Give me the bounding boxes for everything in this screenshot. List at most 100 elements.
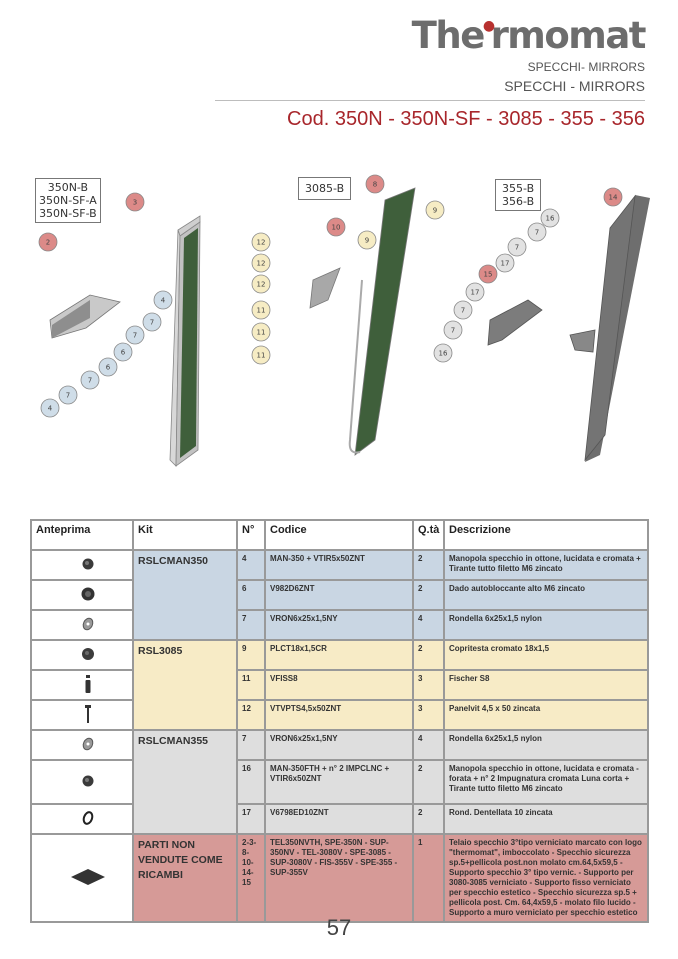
kit-cell: RSLCMAN350 — [132, 549, 238, 641]
part-number: 17 — [236, 803, 266, 835]
cap-icon — [81, 647, 95, 664]
callout-number: 2 — [46, 239, 50, 247]
part-qty: 2 — [412, 639, 445, 671]
part-description: Manopola specchio in ottone, lucidata e … — [443, 549, 649, 581]
part-code: VRON6x25x1,5NY — [264, 729, 414, 761]
diagram-drawing: 3247766774810991212121111111416771715177… — [38, 174, 650, 467]
callout-bubble — [142, 312, 162, 332]
callout-number: 7 — [535, 229, 539, 237]
label-line: 350N-B — [47, 181, 89, 194]
bracket-355 — [487, 299, 543, 346]
knob-icon — [81, 557, 95, 574]
kit-cell: RSLCMAN355 — [132, 729, 238, 835]
callout-number: 15 — [484, 271, 493, 279]
part-number: 6 — [236, 579, 266, 611]
callout-bubble — [80, 370, 100, 390]
part-qty: 2 — [412, 759, 445, 805]
group-label-355: 355-B 356-B — [495, 179, 542, 211]
part-code: VFISS8 — [264, 669, 414, 701]
product-codes: Cod. 350N - 350N-SF - 3085 - 355 - 356 — [287, 108, 645, 130]
callout-number: 7 — [515, 244, 519, 252]
nut-icon — [80, 586, 96, 605]
part-code: VRON6x25x1,5NY — [264, 609, 414, 641]
part-description: Panelvit 4,5 x 50 zincata — [443, 699, 649, 731]
label-line: 3085-B — [305, 182, 345, 195]
mirror-glass-3085 — [354, 187, 416, 456]
callout-number: 7 — [451, 327, 455, 335]
anchor-icon — [84, 674, 92, 696]
part-number: 9 — [236, 639, 266, 671]
callout-number: 12 — [257, 239, 266, 247]
callout-bubble — [125, 325, 145, 345]
callout-bubble — [478, 264, 498, 284]
callout-bubble — [465, 282, 485, 302]
callout-bubble — [527, 222, 547, 242]
callout-bubble — [251, 253, 271, 273]
washer-icon — [81, 617, 95, 634]
callout-bubble — [495, 253, 515, 273]
callout-bubble — [98, 357, 118, 377]
callout-number: 17 — [471, 289, 480, 297]
callout-bubble — [58, 385, 78, 405]
callout-number: 16 — [439, 350, 448, 358]
callout-bubble — [433, 343, 453, 363]
preview-cell — [30, 699, 134, 731]
callout-bubble — [453, 300, 473, 320]
part-code: MAN-350 + VTIR5x50ZNT — [264, 549, 414, 581]
part-qty: 4 — [412, 729, 445, 761]
washer-icon — [81, 737, 95, 754]
kit-cell: PARTI NON VENDUTE COME RICAMBI — [132, 833, 238, 923]
preview-cell — [30, 549, 134, 581]
mirror-panel-355 — [584, 194, 636, 462]
col-header-preview: Anteprima — [30, 519, 134, 551]
table-header-row: Anteprima Kit N° Codice Q.tà Descrizione — [30, 519, 649, 551]
callout-number: 9 — [433, 207, 437, 215]
callout-bubble — [251, 232, 271, 252]
part-number: 12 — [236, 699, 266, 731]
callout-bubble — [153, 290, 173, 310]
callout-number: 7 — [461, 307, 465, 315]
part-number: 4 — [236, 549, 266, 581]
header-divider — [215, 100, 645, 101]
callout-bubble — [251, 300, 271, 320]
mirror-rail — [348, 279, 363, 454]
part-qty: 2 — [412, 579, 445, 611]
preview-cell — [30, 833, 134, 923]
label-line: 356-B — [502, 195, 535, 208]
callout-number: 3 — [133, 199, 137, 207]
callout-number: 9 — [365, 237, 369, 245]
parts-table: Anteprima Kit N° Codice Q.tà Descrizione… — [30, 519, 649, 923]
callout-bubble — [251, 345, 271, 365]
part-number: 2-3-8-10-14-15 — [236, 833, 266, 923]
preview-cell — [30, 609, 134, 641]
kit-cell: RSL3085 — [132, 639, 238, 731]
part-description: Manopola specchio in ottone, lucidata e … — [443, 759, 649, 805]
col-header-description: Descrizione — [443, 519, 649, 551]
preview-cell — [30, 729, 134, 761]
bracket-shadow — [52, 300, 90, 338]
callout-number: 11 — [257, 352, 266, 360]
label-line: 355-B — [502, 182, 535, 195]
logo-text-start: The — [411, 14, 486, 57]
knob-icon — [81, 774, 95, 791]
part-description: Rondella 6x25x1,5 nylon — [443, 609, 649, 641]
callout-bubble — [125, 192, 145, 212]
part-qty: 1 — [412, 833, 445, 923]
callout-number: 14 — [609, 194, 618, 202]
callout-number: 6 — [121, 349, 126, 357]
callout-bubble — [113, 342, 133, 362]
part-code: V6798ED10ZNT — [264, 803, 414, 835]
part-description: Fischer S8 — [443, 669, 649, 701]
part-description: Dado autobloccante alto M6 zincato — [443, 579, 649, 611]
part-description: Rondella 6x25x1,5 nylon — [443, 729, 649, 761]
logo-text-end: rmomat — [490, 14, 647, 57]
part-number: 16 — [236, 759, 266, 805]
callout-number: 4 — [48, 405, 53, 413]
col-header-number: N° — [236, 519, 266, 551]
